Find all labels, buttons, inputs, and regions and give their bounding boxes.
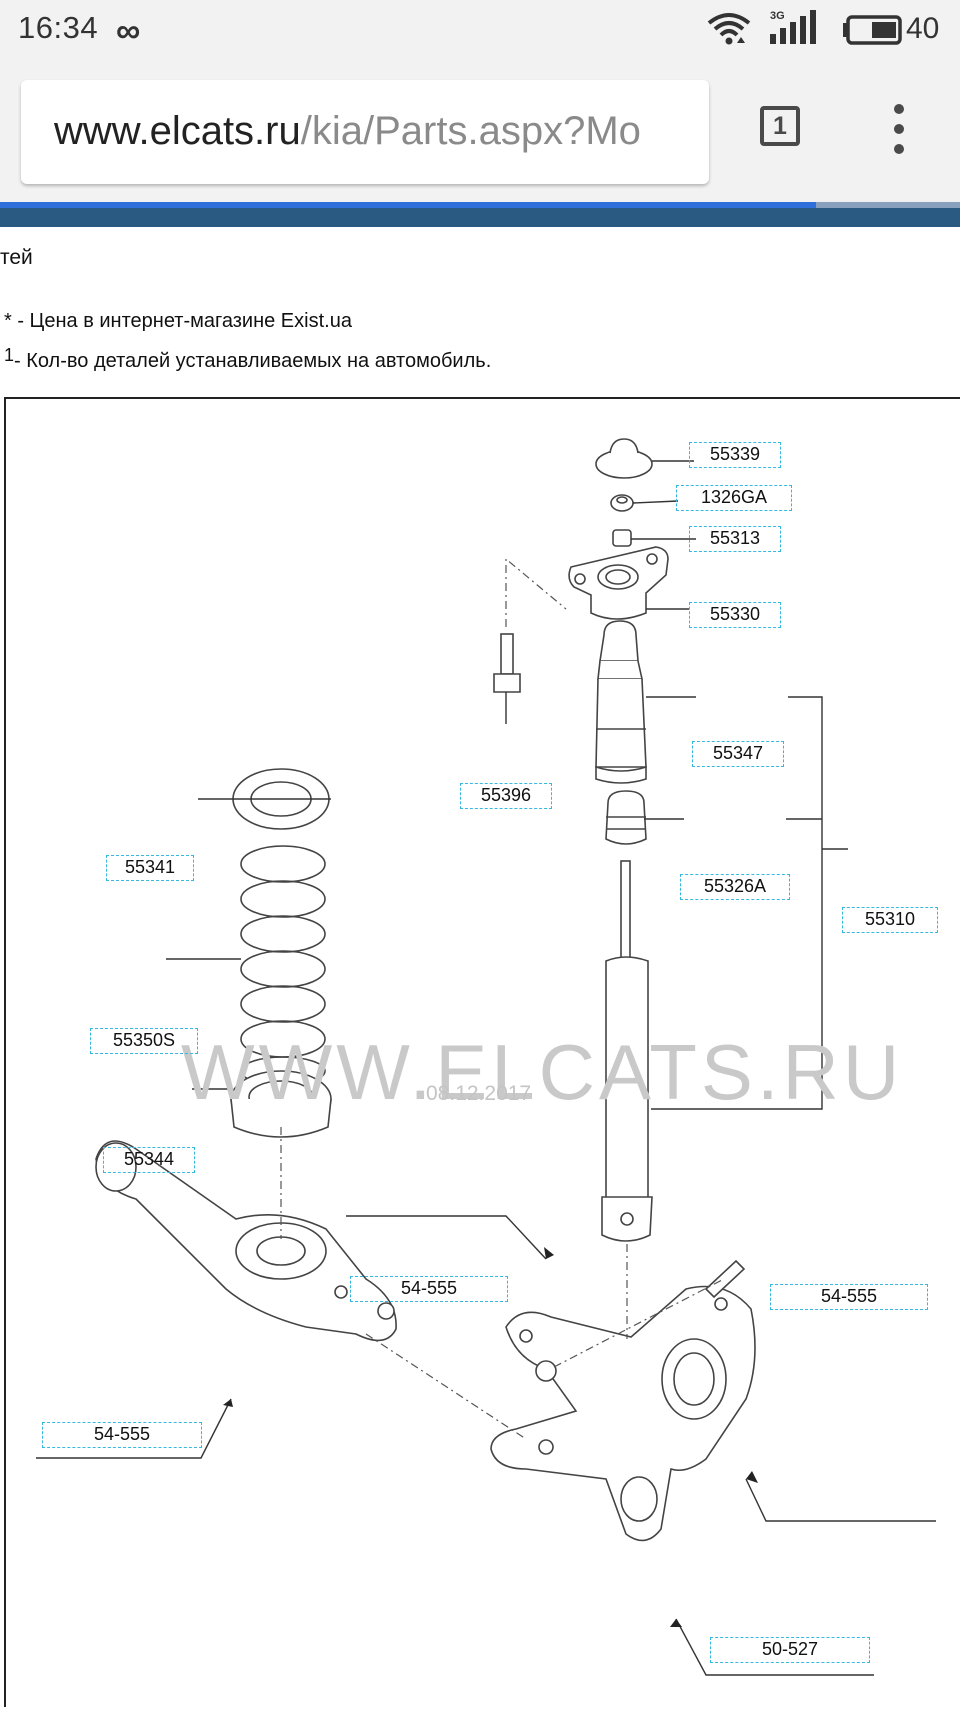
- callout-55344[interactable]: 55344: [103, 1147, 195, 1173]
- arrow-heads: [223, 1247, 758, 1627]
- callout-54-555-arm[interactable]: 54-555: [42, 1422, 202, 1448]
- url-text: www.elcats.ru/kia/Parts.aspx?Mo: [54, 107, 641, 155]
- status-bar: 16:34 ∞ 3G 40: [0, 0, 960, 62]
- status-time: 16:34: [18, 10, 99, 45]
- callout-55339[interactable]: 55339: [689, 442, 781, 468]
- callout-55330[interactable]: 55330: [689, 602, 781, 628]
- callout-55341[interactable]: 55341: [106, 855, 194, 881]
- shock-absorber-part: [601, 860, 653, 1242]
- callout-54-555-nut[interactable]: 54-555: [350, 1276, 508, 1302]
- callout-50-527[interactable]: 50-527: [710, 1637, 870, 1663]
- nut-part: [610, 494, 634, 512]
- bump-stop-part: [605, 790, 647, 845]
- lock-nut-part: [612, 529, 632, 547]
- url-path: /kia/Parts.aspx?Mo: [300, 109, 641, 153]
- knuckle-bolt-part: [704, 1259, 746, 1299]
- strut-mount-part: [568, 546, 669, 620]
- callout-1326ga[interactable]: 1326GA: [676, 485, 792, 511]
- qty-note-superscript: 1: [4, 345, 15, 365]
- signal-icon: [770, 10, 816, 44]
- lower-control-arm-part: [95, 1140, 397, 1342]
- battery-level: 40: [906, 12, 940, 45]
- network-type: 3G: [770, 10, 785, 22]
- bolt-part: [493, 633, 521, 693]
- coil-spring-part: [240, 845, 326, 1086]
- assembly-axis-lines: [280, 557, 725, 1440]
- wifi-icon: [707, 13, 751, 45]
- strut-cap-part: [595, 438, 653, 479]
- callout-55313[interactable]: 55313: [689, 526, 781, 552]
- diagram-drawing: [36, 438, 936, 1676]
- callout-55347[interactable]: 55347: [692, 741, 784, 767]
- price-note: * - Цена в интернет-магазине Exist.ua: [4, 310, 352, 332]
- watermark-date: 08.12.2017: [426, 1082, 532, 1105]
- knuckle-nut-part: [535, 1360, 557, 1382]
- battery-icon: [843, 15, 902, 45]
- infinity-icon: ∞: [116, 12, 141, 50]
- address-bar[interactable]: www.elcats.ru/kia/Parts.aspx?Mo: [21, 80, 709, 184]
- qty-note: - Кол-во деталей устанавливаемых на авто…: [14, 350, 492, 372]
- browser-toolbar: www.elcats.ru/kia/Parts.aspx?Mo 1: [0, 62, 960, 204]
- callout-54-555-bolt[interactable]: 54-555: [770, 1284, 928, 1310]
- parts-diagram: WWW.ELCATS.RU 08.12.2017 55339 1326GA 55…: [4, 397, 960, 1707]
- dust-boot-part: [595, 620, 647, 784]
- site-header-strip: [0, 208, 960, 227]
- callout-55350s[interactable]: 55350S: [90, 1028, 198, 1054]
- overflow-menu-icon[interactable]: [884, 104, 914, 154]
- callout-55326a[interactable]: 55326A: [680, 874, 790, 900]
- watermark: WWW.ELCATS.RU: [181, 1028, 904, 1116]
- tab-switcher-button[interactable]: 1: [760, 106, 800, 146]
- page-load-progress: [0, 202, 960, 208]
- url-host: www.elcats.ru: [54, 109, 301, 153]
- leader-lines: [36, 460, 936, 1676]
- callout-55310[interactable]: 55310: [842, 907, 938, 933]
- knuckle-part: [490, 1285, 756, 1542]
- heading-fragment: тей: [0, 246, 33, 269]
- callout-55396[interactable]: 55396: [460, 783, 552, 809]
